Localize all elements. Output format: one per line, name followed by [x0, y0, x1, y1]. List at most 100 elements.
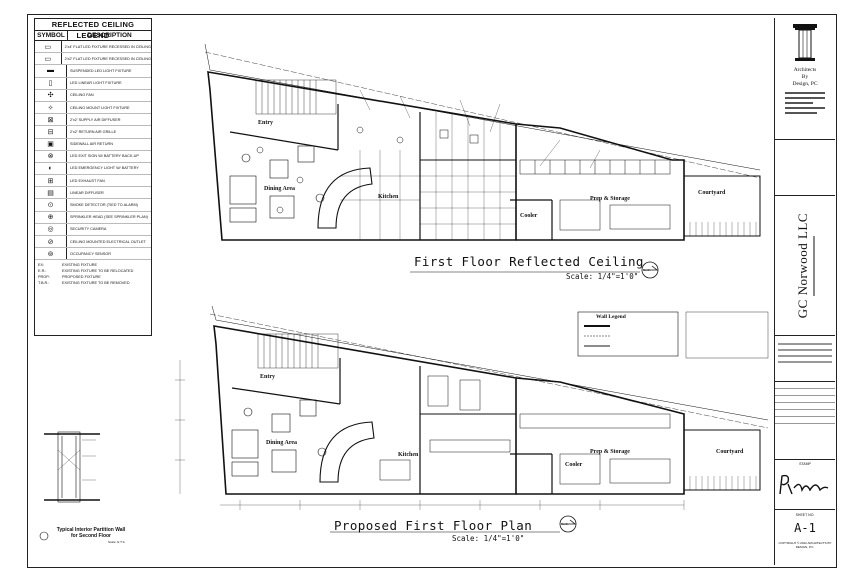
- partition-detail-scale: Scale: N.T.S.: [108, 540, 126, 544]
- drawing-sheet-border: [27, 14, 837, 568]
- legend-description: SMOKE DETECTOR (TIED TO ALARM): [70, 203, 138, 208]
- legend-title: REFLECTED CEILING LEGEND: [35, 19, 151, 40]
- legend-row: ⊟2'x2' RETURN AIR GRILLE: [35, 126, 151, 139]
- legend-row: ⊚OCCUPANCY SENSOR: [35, 248, 151, 261]
- fan-icon: ✣: [35, 89, 67, 101]
- room-cooler-bottom: Cooler: [565, 462, 583, 468]
- legend-row: ◐LED EMERGENCY LIGHT W/ BATTERY: [35, 162, 151, 176]
- camera-icon: ◎: [35, 223, 67, 235]
- legend-description: 2'x2' FLAT LED FIXTURE RECESSED IN CEILI…: [64, 56, 151, 61]
- wall-legend-box: [577, 311, 769, 359]
- stamp-label: STAMP: [799, 462, 811, 466]
- legend-row: ⊠2'x2' SUPPLY AIR DIFFUSER: [35, 114, 151, 127]
- strip-light-icon: ▯: [35, 77, 67, 89]
- legend-row: ⊞LED EXHAUST FAN: [35, 175, 151, 188]
- sprinkler-icon: ⊕: [35, 211, 67, 223]
- smoke-detector-icon: ⊙: [35, 199, 67, 211]
- exhaust-fan-icon: ⊞: [35, 175, 67, 187]
- partition-detail: [39, 431, 100, 541]
- title-block: Architects By Design, PC GC Norwood LLC …: [774, 18, 835, 565]
- legend-description: LED EMERGENCY LIGHT W/ BATTERY: [70, 166, 139, 171]
- legend-description: SIDEWALL AIR RETURN: [70, 142, 113, 147]
- legend-description: 2'x4' FLAT LED FIXTURE RECESSED IN CEILI…: [64, 44, 151, 49]
- room-prep-top: Prep & Storage: [590, 196, 630, 202]
- room-courtyard-top: Courtyard: [698, 190, 726, 196]
- room-entry-bottom: Entry: [260, 374, 275, 380]
- room-courtyard-bottom: Courtyard: [716, 449, 744, 455]
- room-cooler-top: Cooler: [520, 213, 538, 219]
- room-kitchen-top: Kitchen: [378, 194, 399, 200]
- legend-row: ✧CEILING MOUNT LIGHT FIXTURE: [35, 101, 151, 115]
- legend-header: SYMBOL DESCRIPTION: [35, 31, 151, 41]
- legend-row: ⊕SPRINKLER HEAD (SEE SPRINKLER PLAN): [35, 211, 151, 224]
- legend-description: LINEAR DIFFUSER: [70, 190, 104, 195]
- sheet-no-label: SHEET NO.: [795, 513, 815, 517]
- legend-row: ✣CEILING FAN: [35, 89, 151, 102]
- exhaust-icon: ▣: [35, 138, 67, 150]
- legend-note-code: E.R.:: [38, 269, 47, 274]
- legend-description: CEILING FAN: [70, 93, 94, 98]
- exit-sign-icon: ⊗: [35, 150, 67, 162]
- plan-scale-bottom: Scale: 1/4"=1'0": [452, 534, 525, 543]
- legend-description: CEILING MOUNT LIGHT FIXTURE: [70, 105, 130, 110]
- column-logo-icon: [793, 24, 817, 61]
- legend-note: T.B.R.:EXISTING FIXTURE TO BE REMOVED: [38, 280, 148, 286]
- legend-note-text: EXISTING FIXTURE TO BE REMOVED: [62, 281, 130, 286]
- legend-description: SUSPENDED LED LIGHT FIXTURE: [70, 68, 132, 73]
- wall-legend-title: Wall Legend: [596, 314, 626, 320]
- legend-note: E.R.: EXISTING FIXTURE TO BE RELOCATED: [38, 268, 148, 274]
- legend-description: SECURITY CAMERA: [70, 227, 107, 232]
- project-name: GC Norwood LLC: [795, 212, 810, 319]
- legend-col-symbol: SYMBOL: [35, 31, 68, 40]
- legend-note-code: PROP.:: [38, 275, 51, 280]
- return-icon: ⊟: [35, 126, 67, 138]
- legend-description: 2'x2' SUPPLY AIR DIFFUSER: [70, 117, 121, 122]
- copyright-text: COPYRIGHT © 2022 ARCHITECTS BY DESIGN, P…: [778, 541, 832, 549]
- plan-scale-top: Scale: 1/4"=1'0": [566, 272, 639, 281]
- pendant-icon: ✧: [35, 101, 67, 114]
- legend-row: ▭2'x2' FLAT LED FIXTURE RECESSED IN CEIL…: [35, 53, 151, 66]
- legend-note-text: EXISTING FIXTURE TO BE RELOCATED: [62, 269, 134, 274]
- legend-row: ⊗LED EXIT SIGN W/ BATTERY BACK-UP: [35, 150, 151, 163]
- emergency-light-icon: ◐: [35, 162, 67, 175]
- room-dining-bottom: Dining Area: [266, 440, 298, 446]
- firm-name-line2: By: [801, 74, 809, 80]
- legend-row: ▤LINEAR DIFFUSER: [35, 187, 151, 200]
- signature-icon: [779, 474, 829, 495]
- room-dining-top: Dining Area: [264, 186, 296, 192]
- firm-name-line1: Architects: [793, 67, 817, 73]
- north-arrow-top: North: [643, 268, 651, 272]
- legend-rows: ▭2'x4' FLAT LED FIXTURE RECESSED IN CEIL…: [35, 41, 151, 261]
- legend-row: ▣SIDEWALL AIR RETURN: [35, 138, 151, 151]
- legend-description: SPRINKLER HEAD (SEE SPRINKLER PLAN): [70, 215, 148, 220]
- diffuser-icon: ⊠: [35, 114, 67, 126]
- legend-description: LED LINEAR LIGHT FIXTURE: [70, 81, 122, 86]
- legend-col-description: DESCRIPTION: [87, 32, 132, 39]
- suspended-light-icon: ▬: [35, 65, 67, 77]
- occupancy-sensor-icon: ⊚: [35, 248, 67, 260]
- legend-row: ⊙SMOKE DETECTOR (TIED TO ALARM): [35, 199, 151, 212]
- sheet-section: SHEET NO. A-1 COPYRIGHT © 2022 ARCHITECT…: [775, 510, 835, 549]
- legend-description: CEILING MOUNTED ELECTRICAL OUTLET: [70, 239, 146, 244]
- room-kitchen-bottom: Kitchen: [398, 452, 419, 458]
- legend-note: EX:EXISTING FIXTURE: [38, 262, 148, 268]
- firm-section: Architects By Design, PC: [775, 18, 835, 140]
- plan-title-bottom: Proposed First Floor Plan: [334, 518, 533, 533]
- legend-description: 2'x2' RETURN AIR GRILLE: [70, 129, 117, 134]
- partition-detail-title: Typical Interior Partition Wall for Seco…: [56, 527, 126, 539]
- legend-row: ▬SUSPENDED LED LIGHT FIXTURE: [35, 65, 151, 78]
- legend-row: ◎SECURITY CAMERA: [35, 223, 151, 236]
- linear-diffuser-icon: ▤: [35, 187, 67, 199]
- room-prep-bottom: Prep & Storage: [590, 449, 630, 455]
- firm-name-line3: Design, PC: [792, 81, 818, 87]
- sheet-number: A-1: [794, 521, 816, 535]
- legend-description: OCCUPANCY SENSOR: [70, 251, 111, 256]
- legend-row: ⊘CEILING MOUNTED ELECTRICAL OUTLET: [35, 236, 151, 249]
- reflected-ceiling-plan: [204, 43, 761, 279]
- legend-note-text: EXISTING FIXTURE: [62, 263, 98, 268]
- outlet-icon: ⊘: [35, 236, 67, 248]
- stamp-section: STAMP: [775, 460, 835, 510]
- legend-description: LED EXIT SIGN W/ BATTERY BACK-UP: [70, 154, 139, 159]
